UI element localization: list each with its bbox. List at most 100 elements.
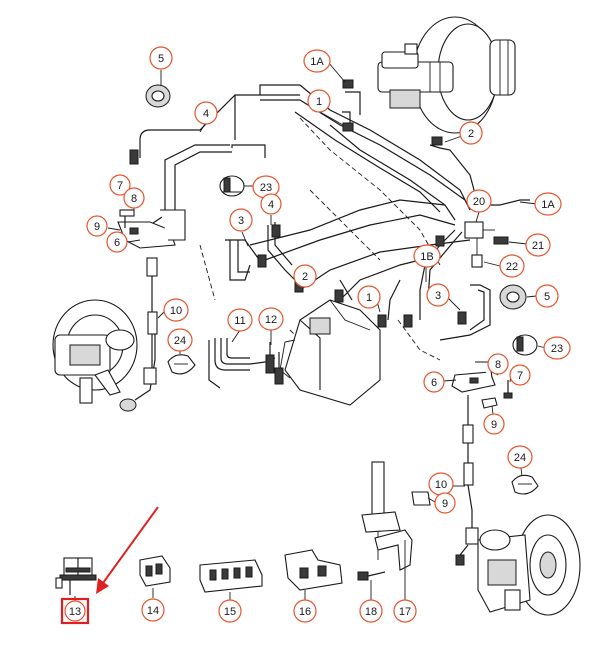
callout-3-right: 3 <box>426 283 450 307</box>
callout-6-right: 6 <box>423 371 445 393</box>
suspension-strut <box>361 461 401 560</box>
callout-label: 1 <box>366 292 372 304</box>
callout-label: 15 <box>224 606 236 618</box>
reference-lines <box>199 117 441 361</box>
callout-23-left: 23 <box>252 175 280 199</box>
callout-18: 18 <box>359 599 383 623</box>
callout-label: 10 <box>435 479 447 491</box>
callout-label: 7 <box>117 180 123 192</box>
callout-3-mid: 3 <box>229 208 253 232</box>
callout-1b: 1B <box>413 244 441 268</box>
callout-label: 22 <box>506 261 518 273</box>
callout-1-top: 1 <box>307 89 331 113</box>
callout-label: 8 <box>131 193 137 205</box>
callout-label: 24 <box>514 452 526 464</box>
callout-1a-right: 1A <box>534 192 562 216</box>
clip-15 <box>199 559 263 593</box>
callout-17: 17 <box>393 599 417 623</box>
callout-14: 14 <box>141 598 165 622</box>
master-cylinder <box>377 43 454 109</box>
callout-label: 23 <box>551 343 563 355</box>
clip-13 <box>55 557 97 595</box>
highlight-arrow-icon <box>96 506 159 594</box>
right-brake-caliper <box>455 514 581 616</box>
clip-24-left <box>167 354 196 375</box>
callout-1-mid: 1 <box>357 285 381 309</box>
callout-label: 9 <box>94 221 100 233</box>
callout-label: 13 <box>69 606 81 618</box>
callout-label: 9 <box>442 498 448 510</box>
callout-label: 10 <box>170 305 182 317</box>
callout-label: 1B <box>420 251 433 263</box>
leader-lines <box>74 61 547 602</box>
callout-4-top: 4 <box>194 101 218 125</box>
callout-9-right-a: 9 <box>483 413 505 435</box>
brake-hose-12 <box>265 342 284 385</box>
callout-label: 1 <box>316 96 322 108</box>
callout-15: 15 <box>218 599 242 623</box>
clip-14 <box>139 555 171 587</box>
abs-control-unit <box>279 299 381 406</box>
t-connector-20 <box>464 221 509 268</box>
callout-label: 16 <box>299 606 311 618</box>
callout-9-left: 9 <box>86 215 108 237</box>
callout-label: 24 <box>174 335 186 347</box>
brake-booster <box>412 16 516 134</box>
callout-label: 20 <box>473 196 485 208</box>
callout-7-right: 7 <box>509 364 531 386</box>
clip-9-right <box>411 491 431 506</box>
callout-label: 23 <box>260 182 272 194</box>
callout-label: 6 <box>114 237 120 249</box>
callout-1a-top: 1A <box>303 49 331 73</box>
left-brake-hose-10 <box>143 257 158 385</box>
callout-label: 8 <box>495 359 501 371</box>
grommet-23-right <box>512 334 538 356</box>
callout-label: 1A <box>310 56 324 68</box>
brake-line-11 <box>208 338 276 389</box>
grommet-5-right <box>499 284 527 310</box>
callout-label: 17 <box>399 606 411 618</box>
clip-24-right <box>511 474 539 495</box>
callout-9-right-b: 9 <box>434 492 456 514</box>
callout-24-left: 24 <box>167 328 193 352</box>
callout-20: 20 <box>466 189 492 213</box>
bolt-18 <box>357 571 386 581</box>
callout-10-left: 10 <box>163 298 189 322</box>
brake-line-bundle <box>139 84 530 341</box>
callout-4-mid: 4 <box>260 193 282 215</box>
callout-label: 12 <box>265 314 277 326</box>
callout-5-right: 5 <box>535 284 559 308</box>
right-brake-hose-10 <box>462 395 479 545</box>
callout-16: 16 <box>293 599 317 623</box>
callout-23-right: 23 <box>543 336 571 360</box>
callout-label: 2 <box>468 128 474 140</box>
callout-13-highlighted: 13 <box>60 597 90 625</box>
callout-2-right: 2 <box>459 121 483 145</box>
callout-12: 12 <box>258 307 284 331</box>
callout-10-right: 10 <box>428 472 454 496</box>
callout-label: 5 <box>158 53 164 65</box>
callout-label: 18 <box>365 606 377 618</box>
callout-8-left: 8 <box>123 187 145 209</box>
bracket-17 <box>374 529 413 590</box>
callout-label: 1A <box>541 199 555 211</box>
callout-8-right: 8 <box>487 353 509 375</box>
callout-label: 11 <box>234 315 245 327</box>
callout-11: 11 <box>227 308 253 332</box>
callout-label: 4 <box>203 108 209 120</box>
callout-label: 4 <box>268 199 274 211</box>
callout-label: 5 <box>544 291 550 303</box>
callout-24-right: 24 <box>507 445 533 469</box>
callout-label: 6 <box>431 377 437 389</box>
bracket-16 <box>284 549 343 591</box>
callout-label: 2 <box>302 271 308 283</box>
callout-label: 9 <box>491 419 497 431</box>
callout-2-mid: 2 <box>293 264 317 288</box>
callout-5-top: 5 <box>149 46 173 70</box>
grommet-23-left <box>219 175 245 197</box>
line-fittings <box>129 79 467 328</box>
left-brake-caliper <box>52 299 156 412</box>
callout-label: 14 <box>147 605 159 617</box>
callout-6-left: 6 <box>106 231 128 253</box>
